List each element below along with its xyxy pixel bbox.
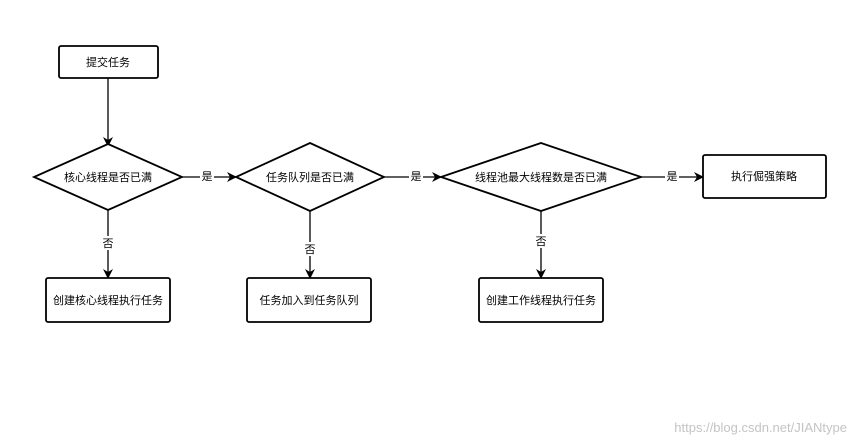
label-create-core-thread: 创建核心线程执行任务: [53, 293, 163, 307]
node-core-full-decision: [31, 143, 185, 211]
label-create-worker-thread: 创建工作线程执行任务: [486, 293, 596, 307]
label-submit-task: 提交任务: [86, 55, 130, 69]
node-labels: 提交任务 核心线程是否已满 任务队列是否已满 线程池最大线程数是否已满 执行倔强…: [53, 55, 797, 307]
edge-label-max-no: 否: [536, 235, 547, 248]
node-max-full-decision: [438, 142, 644, 212]
label-reject-policy: 执行倔强策略: [731, 169, 797, 183]
watermark-text: https://blog.csdn.net/JIANtype: [674, 420, 847, 435]
edge-label-queue-no: 否: [305, 243, 316, 256]
label-core-full: 核心线程是否已满: [64, 170, 152, 184]
label-add-to-queue: 任务加入到任务队列: [260, 293, 359, 307]
node-add-to-queue: [246, 277, 372, 323]
edge-label-core-yes: 是: [202, 170, 213, 183]
edge-label-max-yes: 是: [667, 170, 678, 183]
node-queue-full-decision: [233, 142, 387, 212]
node-reject-policy: [702, 154, 827, 199]
node-create-worker-thread: [478, 277, 604, 323]
edge-labels: 是 是 是 否 否 否: [101, 169, 679, 256]
node-submit-task: [58, 45, 159, 79]
label-queue-full: 任务队列是否已满: [266, 170, 354, 184]
label-max-full: 线程池最大线程数是否已满: [475, 170, 607, 184]
edge-label-queue-yes: 是: [411, 170, 422, 183]
nodes: [31, 45, 827, 323]
edge-label-core-no: 否: [103, 237, 114, 250]
node-create-core-thread: [45, 277, 171, 323]
